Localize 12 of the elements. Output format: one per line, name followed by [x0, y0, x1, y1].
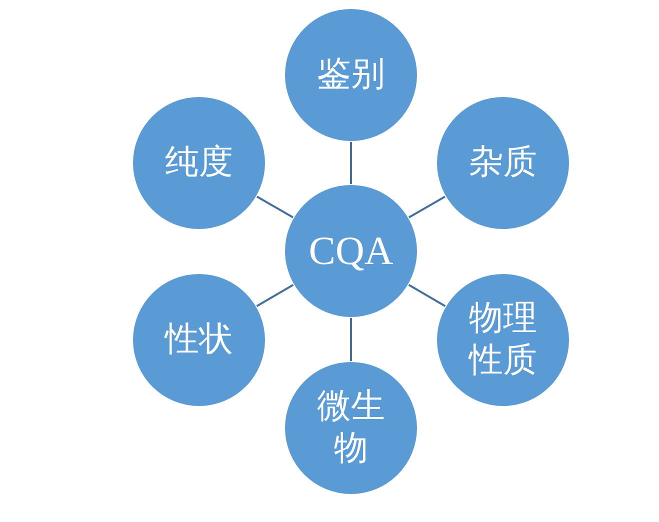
connector-line	[256, 284, 294, 307]
connector-line	[408, 196, 446, 218]
node-label: 性状	[165, 320, 233, 360]
connector-line	[256, 196, 294, 218]
node-label: CQA	[308, 227, 394, 275]
node-label: 物理性质	[467, 298, 538, 381]
node-label: 杂质	[469, 142, 537, 183]
node-label: 纯度	[165, 142, 233, 183]
connector-line	[350, 318, 352, 361]
node-label: 微生物	[316, 386, 386, 469]
node-label: 鉴别	[317, 54, 385, 95]
connector-line	[350, 142, 352, 184]
